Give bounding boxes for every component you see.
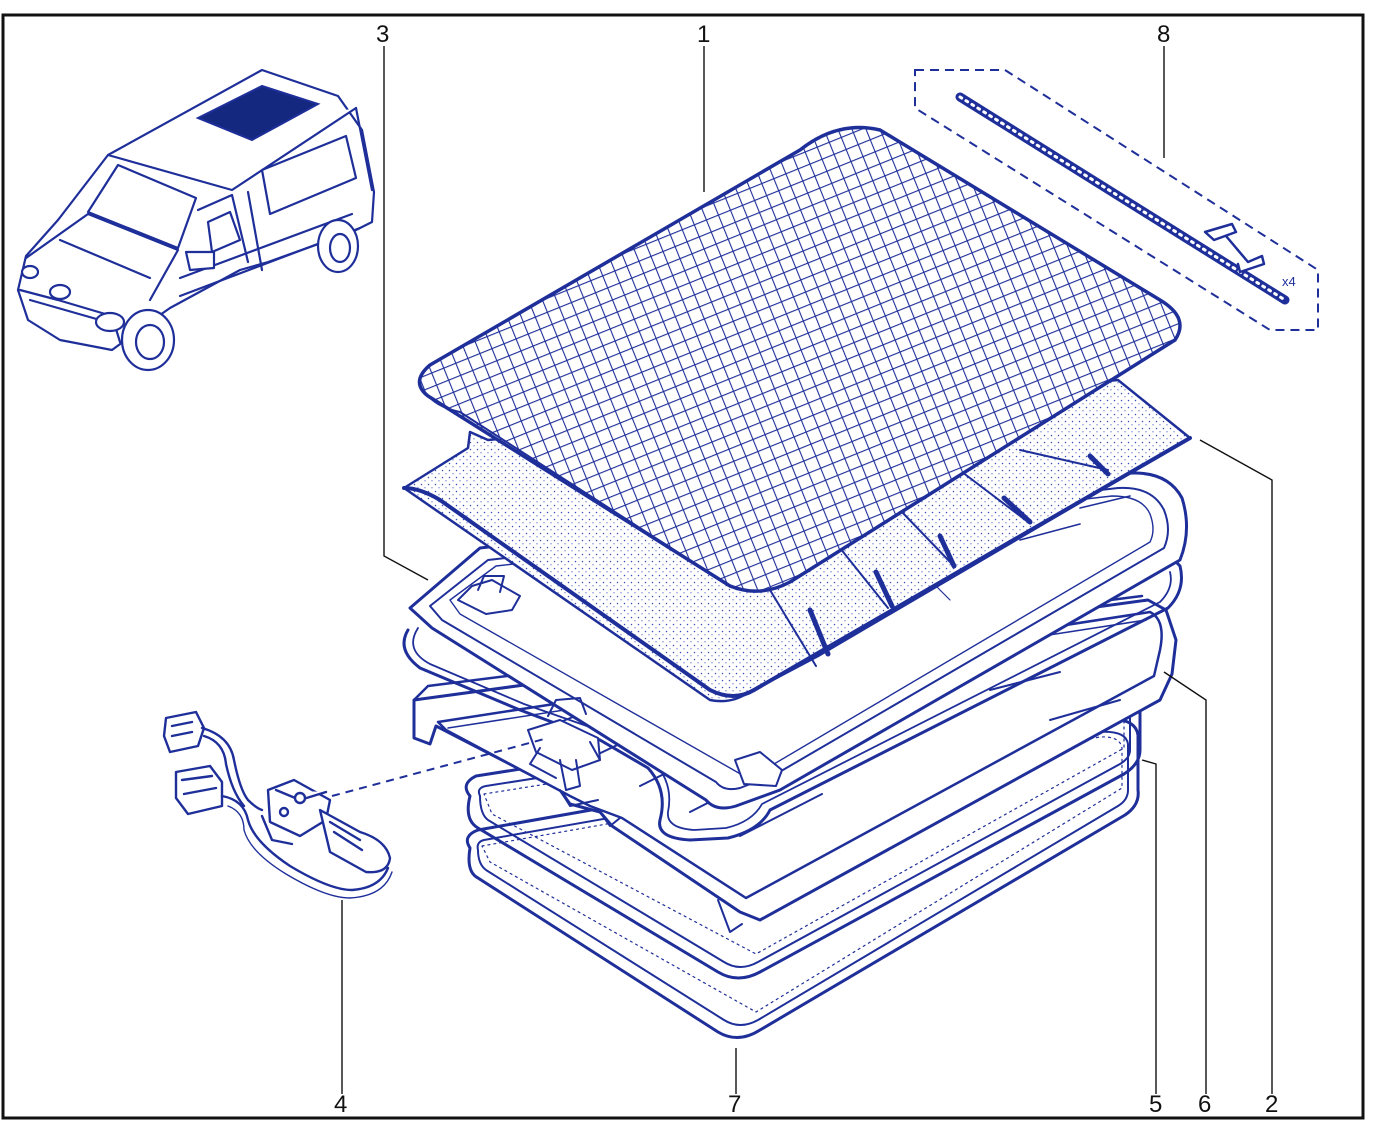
callout-8: 8 [1157, 21, 1170, 48]
vehicle-illustration [16, 68, 376, 372]
part-8-seal-strip [955, 92, 1290, 305]
alignment-line-motor [331, 737, 549, 797]
leader-line-3 [383, 46, 429, 581]
leader-lines [341, 46, 1273, 1094]
callout-2: 2 [1265, 1091, 1278, 1118]
leader-line-6 [1163, 671, 1207, 1094]
callout-1: 1 [697, 21, 710, 48]
part-7-lower-seal [465, 717, 1140, 1039]
part-8-quantity-note: x4 [1282, 274, 1296, 289]
callout-4: 4 [334, 1091, 347, 1118]
vehicle-sunroof-highlight [195, 84, 321, 142]
leader-line-2 [1199, 439, 1273, 1094]
callout-3: 3 [376, 21, 389, 48]
callout-7: 7 [728, 1091, 741, 1118]
part-1-glass-panel [417, 125, 1182, 593]
part-4-motor-assembly [162, 710, 393, 899]
callout-6: 6 [1198, 1091, 1211, 1118]
part-8-kit-boundary [914, 69, 1319, 331]
leader-line-5 [1141, 759, 1157, 1094]
callout-5: 5 [1149, 1091, 1162, 1118]
